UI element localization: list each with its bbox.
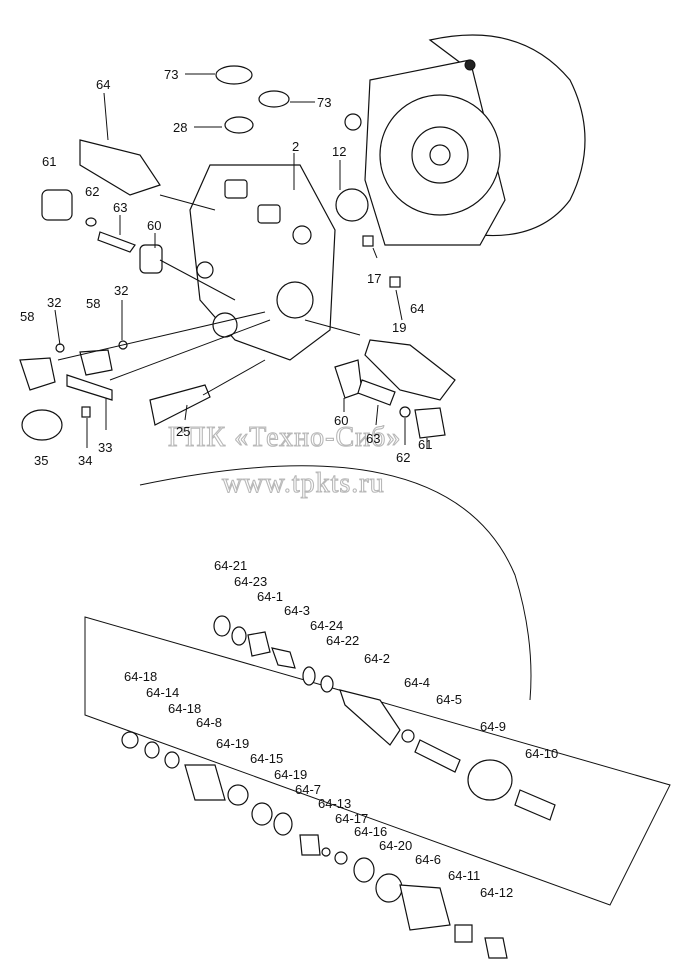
callout-73-a: 73 [164,67,178,82]
callout-2: 2 [292,139,299,154]
callout-64-11: 64-11 [448,868,480,883]
callout-62-top: 62 [85,184,99,199]
callout-64-21: 64-21 [214,558,247,573]
callout-64-6: 64-6 [415,852,441,867]
callout-34: 34 [78,453,92,468]
callout-63-bottom: 63 [366,431,380,446]
callout-64-right: 64 [410,301,424,316]
watermark-line2: www.tpkts.ru [222,468,385,499]
callouts-lower: 64-21 64-23 64-1 64-3 64-24 64-22 64-2 6… [124,558,558,900]
callout-64-12: 64-12 [480,885,513,900]
callout-64-24: 64-24 [310,618,343,633]
callout-64-14: 64-14 [146,685,179,700]
callout-64-18-b: 64-18 [168,701,201,716]
callout-25: 25 [176,424,190,439]
callout-35: 35 [34,453,48,468]
motor-housing [344,34,586,246]
lower-parts [121,615,556,959]
callout-19: 19 [392,320,406,335]
callout-62-bottom: 62 [396,450,410,465]
callout-61-top: 61 [42,154,56,169]
callouts-upper: 73 73 28 64 2 12 61 62 63 60 17 19 32 58… [20,67,432,468]
callout-64-7: 64-7 [295,782,321,797]
callout-64-23: 64-23 [234,574,267,589]
callout-58-left: 58 [20,309,34,324]
upper-parts [19,65,456,441]
callout-64-3: 64-3 [284,603,310,618]
callout-33: 33 [98,440,112,455]
watermark-line1: ГПК «Техно-Сиб» [168,422,401,453]
valve-block [189,164,336,361]
callout-12: 12 [332,144,346,159]
callout-64-17: 64-17 [335,811,368,826]
callout-64-top: 64 [96,77,110,92]
callout-61-bottom: 61 [418,437,432,452]
callout-58-right: 58 [86,296,100,311]
callout-17: 17 [367,271,381,286]
callout-64-1: 64-1 [257,589,283,604]
leader-lines [54,73,671,906]
callout-64-9: 64-9 [480,719,506,734]
callout-64-20: 64-20 [379,838,412,853]
callout-28: 28 [173,120,187,135]
callout-64-13: 64-13 [318,796,351,811]
callout-64-2: 64-2 [364,651,390,666]
callout-64-10: 64-10 [525,746,558,761]
callout-64-19-a: 64-19 [216,736,249,751]
callout-64-19-b: 64-19 [274,767,307,782]
callout-60-bottom: 60 [334,413,348,428]
callout-64-8: 64-8 [196,715,222,730]
callout-64-16: 64-16 [354,824,387,839]
callout-64-22: 64-22 [326,633,359,648]
callout-63-top: 63 [113,200,127,215]
callout-64-4: 64-4 [404,675,430,690]
callout-60-top: 60 [147,218,161,233]
callout-73-b: 73 [317,95,331,110]
callout-64-15: 64-15 [250,751,283,766]
callout-64-5: 64-5 [436,692,462,707]
callout-64-18-a: 64-18 [124,669,157,684]
callout-32-left: 32 [47,295,61,310]
callout-32-right: 32 [114,283,128,298]
